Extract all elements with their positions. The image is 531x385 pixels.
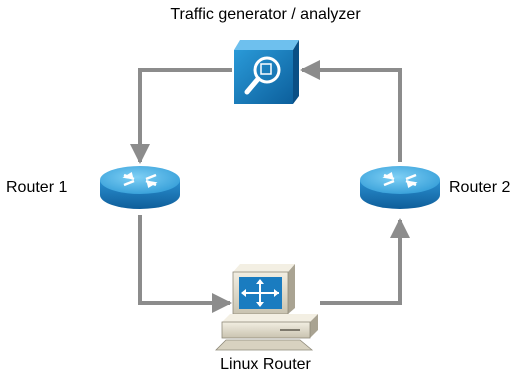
analyzer-magnifier-icon: [234, 40, 299, 104]
links: [130, 60, 410, 313]
workstation-router-icon: [215, 264, 318, 351]
link-router1-to-linux: [138, 215, 232, 313]
router-2-icon: [360, 166, 440, 209]
analyzer-label: Traffic generator / analyzer: [170, 6, 361, 23]
link-router2-to-analyzer: [300, 60, 402, 162]
link-analyzer-to-router1: [130, 68, 232, 164]
router-1-label: Router 1: [6, 179, 68, 196]
linux-router-label: Linux Router: [220, 356, 311, 373]
router-1-icon: [100, 166, 180, 209]
link-linux-to-router2: [320, 218, 410, 305]
router-2-label: Router 2: [449, 179, 511, 196]
